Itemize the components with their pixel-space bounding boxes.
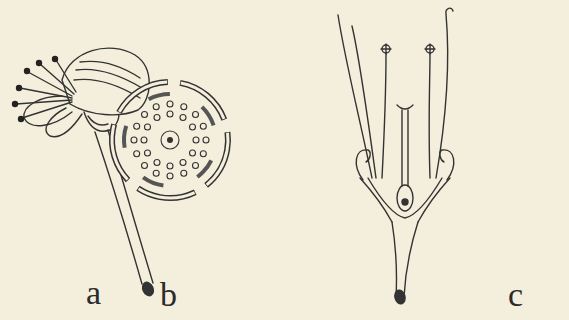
figure-letter: a (86, 276, 101, 310)
flower-side-view (12, 48, 156, 297)
floral-diagram (102, 72, 238, 208)
flower-section (338, 8, 454, 305)
figure-letter: c (508, 278, 523, 312)
figure-letter: b (160, 278, 177, 312)
